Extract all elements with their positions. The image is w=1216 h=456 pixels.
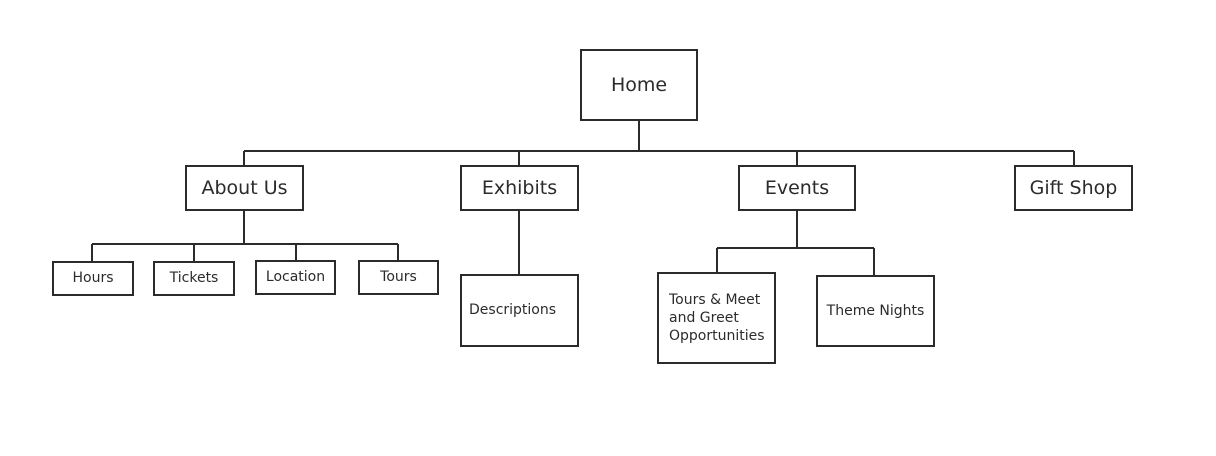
node-theme-nights: Theme Nights: [816, 275, 935, 347]
node-about-us-label: About Us: [201, 176, 288, 199]
node-events: Events: [738, 165, 856, 211]
node-hours-label: Hours: [72, 270, 114, 287]
node-home-label: Home: [610, 73, 668, 96]
node-tours: Tours: [358, 260, 439, 295]
node-home: Home: [580, 49, 698, 121]
node-gift-shop: Gift Shop: [1014, 165, 1133, 211]
node-tickets: Tickets: [153, 261, 235, 296]
node-hours: Hours: [52, 261, 134, 296]
node-events-label: Events: [764, 176, 830, 199]
node-tours-meet-greet: Tours & Meet and Greet Opportunities: [657, 272, 776, 364]
node-location-label: Location: [265, 269, 326, 286]
node-tours-label: Tours: [380, 269, 417, 286]
node-tours-meet-greet-label: Tours & Meet and Greet Opportunities: [669, 292, 765, 344]
node-exhibits: Exhibits: [460, 165, 579, 211]
node-tickets-label: Tickets: [169, 270, 219, 287]
node-location: Location: [255, 260, 336, 295]
node-exhibits-label: Exhibits: [481, 176, 558, 199]
node-descriptions-label: Descriptions: [469, 302, 557, 319]
node-theme-nights-label: Theme Nights: [826, 302, 925, 319]
node-gift-shop-label: Gift Shop: [1029, 176, 1118, 199]
node-descriptions: Descriptions: [460, 274, 579, 347]
node-about-us: About Us: [185, 165, 304, 211]
